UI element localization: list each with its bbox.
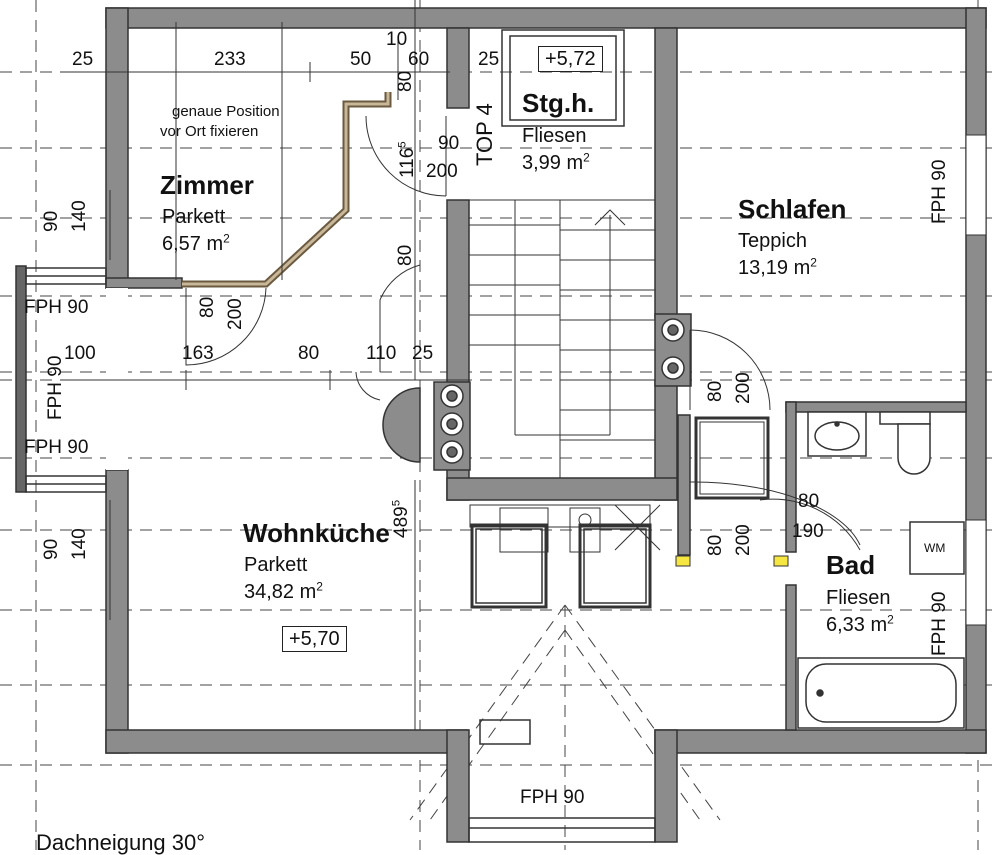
chimneys [433, 313, 692, 471]
dim-50: 50 [350, 49, 372, 70]
dim-90-left-lower: 90 [41, 538, 62, 560]
roof-pitch-note: Dachneigung 30° [36, 830, 206, 855]
room-area-bad: 6,33 m2 [826, 612, 894, 636]
dim-80-bad-vertical: 80 [705, 534, 726, 556]
dim-489-vertical: 4895 [390, 499, 412, 538]
round-column [382, 387, 421, 463]
room-material-bad: Fliesen [826, 587, 891, 609]
room-name-zimmer: Zimmer [160, 170, 254, 200]
room-material-schlafen: Teppich [738, 230, 807, 252]
note-position-line2: vor Ort fixieren [160, 123, 259, 140]
level-marker-stgh: +5,72 [538, 46, 603, 72]
window-label-left-bottom: FPH 90 [24, 437, 89, 458]
dim-60: 60 [408, 49, 430, 70]
dim-100: 100 [64, 343, 96, 364]
dim-140-left-upper: 140 [69, 200, 90, 232]
window-label-right-top: FPH 90 [929, 159, 950, 224]
room-area-wohnkueche: 34,82 m2 [244, 579, 323, 603]
window-label-right-bottom: FPH 90 [929, 591, 950, 656]
dim-90-door: 90 [438, 133, 460, 154]
dim-80-schlafen-door: 80 [705, 380, 726, 402]
dim-163: 163 [182, 343, 214, 364]
dim-25-top-right: 25 [478, 49, 500, 70]
dim-80-horizontal: 80 [298, 343, 320, 364]
level-marker-wohn: +5,70 [282, 626, 347, 652]
top-label: TOP 4 [472, 103, 497, 166]
room-area-zimmer: 6,57 m2 [162, 231, 230, 255]
room-area-schlafen: 13,19 m2 [738, 255, 817, 279]
dormer-window [468, 719, 656, 843]
dim-10: 10 [386, 29, 408, 50]
dim-200-zimmer-door: 200 [225, 298, 246, 330]
room-material-stgh: Fliesen [522, 125, 587, 147]
room-name-stgh: Stg.h. [522, 88, 595, 118]
room-material-zimmer: Parkett [162, 206, 226, 228]
zimmer-partition-inner [182, 92, 390, 286]
washing-machine-label: WM [924, 541, 946, 555]
room-area-stgh: 3,99 m2 [522, 150, 590, 174]
bathroom-fixtures [797, 411, 965, 729]
door-markers [675, 555, 789, 567]
dim-110: 110 [366, 343, 397, 364]
dim-200-bad-vertical: 200 [733, 524, 754, 556]
roof-window [501, 29, 625, 127]
window-gaps [106, 134, 987, 626]
dim-80-bad-door: 80 [798, 491, 820, 512]
dim-25-top-left: 25 [72, 49, 94, 70]
staircase [468, 199, 656, 479]
dim-140-left-lower: 140 [69, 528, 90, 560]
utility-box [694, 416, 770, 500]
dim-200-door: 200 [426, 161, 458, 182]
dim-80-top-vertical: 80 [395, 70, 416, 92]
left-window-frame [15, 265, 107, 493]
dimension-lines [60, 0, 470, 730]
window-label-bottom: FPH 90 [520, 787, 585, 808]
dim-190-bad-door: 190 [792, 521, 824, 542]
dim-233: 233 [214, 49, 246, 70]
room-name-schlafen: Schlafen [738, 194, 847, 224]
dim-80-hall-vertical: 80 [395, 244, 416, 266]
window-label-left-top: FPH 90 [24, 297, 89, 318]
room-material-wohnkueche: Parkett [244, 554, 308, 576]
door-swings [185, 115, 861, 551]
room-name-wohnkueche: Wohnküche [243, 518, 390, 548]
room-name-bad: Bad [826, 550, 876, 580]
window-label-left-mid: FPH 90 [45, 355, 66, 420]
kitchen-furniture [469, 504, 661, 609]
dim-25-middle: 25 [412, 343, 434, 364]
dim-200-schlafen-door: 200 [733, 372, 754, 404]
note-position-line1: genaue Position [172, 103, 280, 120]
dim-80-zimmer-door: 80 [197, 296, 218, 318]
dim-90-left-upper: 90 [41, 210, 62, 232]
dim-116-vertical: 1165 [396, 141, 418, 178]
